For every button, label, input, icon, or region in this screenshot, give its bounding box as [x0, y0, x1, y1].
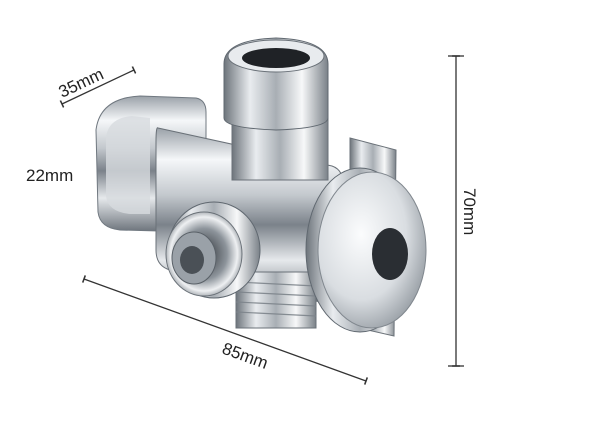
dimension-lines: [59, 55, 464, 385]
dim-label-35mm: 35mm: [56, 64, 107, 101]
holder-slot: [106, 116, 150, 214]
shower-diverter-valve: [95, 37, 427, 337]
dim-label-70mm: 70mm: [460, 188, 479, 235]
end-cap-face: [317, 171, 427, 329]
top-nut-bore: [242, 48, 310, 68]
dim-line-35: [59, 66, 137, 108]
dim-label-22mm: 22mm: [26, 166, 73, 185]
dim-line-85: [81, 275, 369, 385]
end-cap-socket: [372, 228, 408, 280]
